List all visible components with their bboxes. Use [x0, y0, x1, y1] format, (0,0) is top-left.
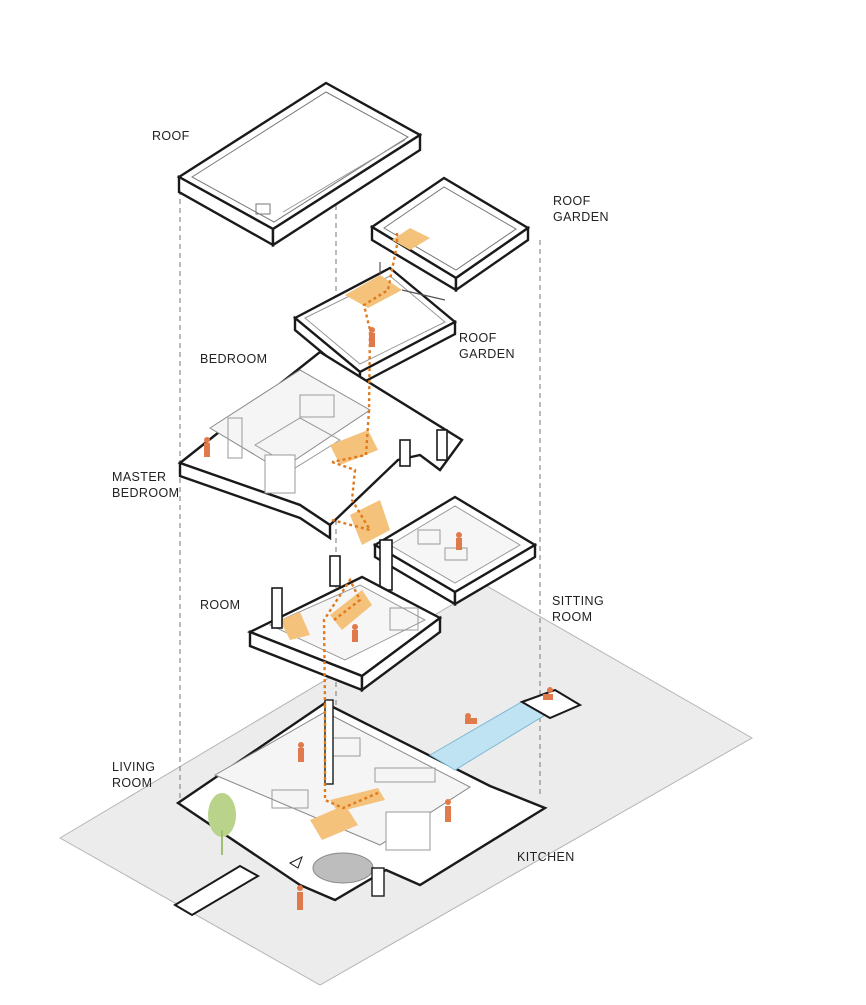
people-figures: [204, 327, 553, 910]
label-room: ROOM: [200, 598, 241, 612]
ground-floor-level: [173, 688, 583, 917]
label-bedroom: BEDROOM: [200, 352, 268, 366]
roof-slab: [176, 81, 423, 248]
roof-garden-top-slab: [369, 176, 531, 293]
roof-garden-mid-level: [292, 262, 458, 387]
label-master-bedroom-1: MASTER: [112, 470, 167, 484]
circulation-path: [322, 233, 399, 810]
label-roof-garden-mid-2: GARDEN: [459, 347, 515, 361]
label-sitting-room-1: SITTING: [552, 594, 605, 608]
label-roof: ROOF: [152, 129, 190, 143]
label-living-room-1: LIVING: [112, 760, 156, 774]
bedroom-level: [177, 350, 464, 541]
label-roof-garden-mid-1: ROOF: [459, 331, 497, 345]
label-roof-garden-top-1: ROOF: [553, 194, 591, 208]
label-kitchen: KITCHEN: [517, 850, 575, 864]
label-sitting-room-2: ROOM: [552, 610, 593, 624]
label-living-room-2: ROOM: [112, 776, 153, 790]
label-roof-garden-top-2: GARDEN: [553, 210, 609, 224]
label-master-bedroom-2: BEDROOM: [112, 486, 180, 500]
room-level: [247, 555, 443, 693]
